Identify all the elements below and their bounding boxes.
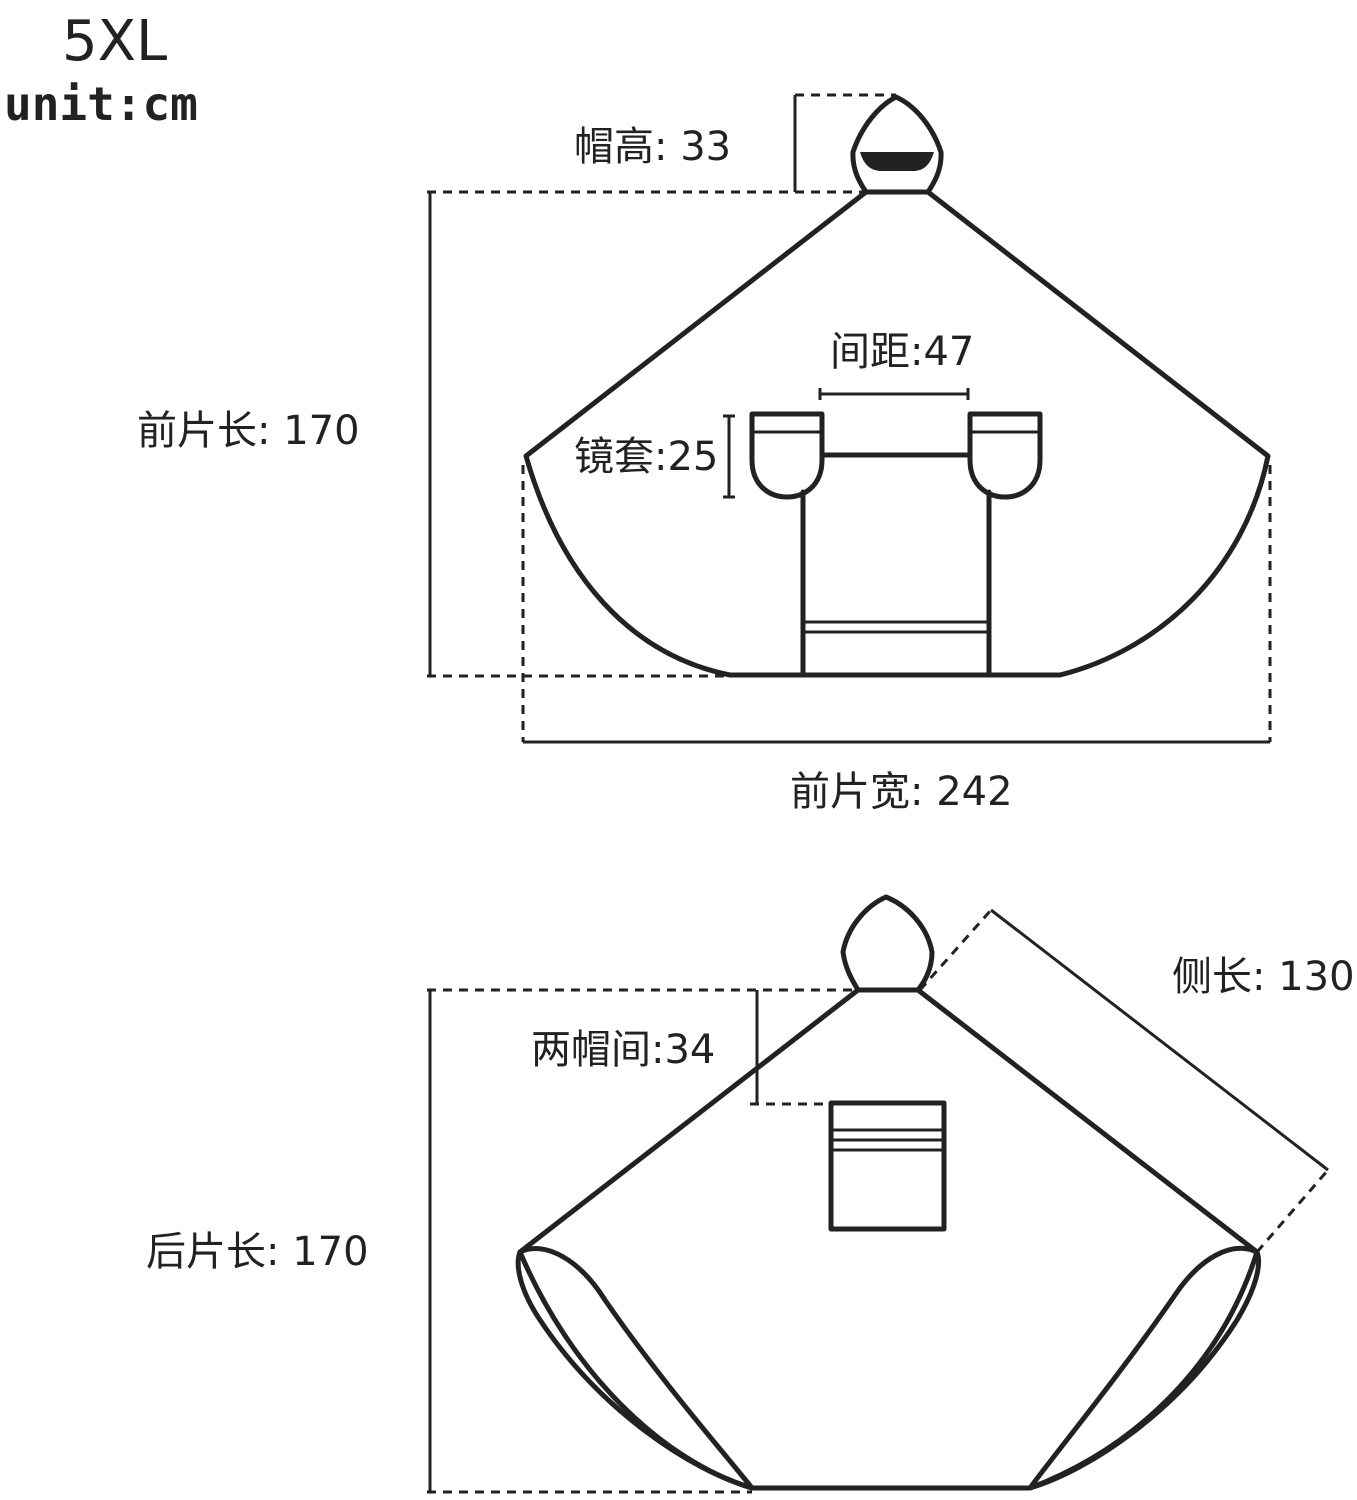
side-length-top-guide [918, 909, 993, 991]
back-body-outline [517, 987, 1260, 1491]
mirror-cover-label: 镜套:25 [574, 434, 718, 480]
front-piece [523, 94, 1271, 678]
back-left-sleeve [515, 1246, 755, 1491]
unit-label: unit:cm [4, 77, 198, 131]
back-right-sleeve [1027, 1245, 1262, 1491]
back-length-label: 后片长: 170 [146, 1229, 369, 1275]
hood-height-label: 帽高: 33 [574, 124, 731, 170]
side-length-dimension-line [990, 908, 1329, 1172]
front-left-pocket [749, 411, 825, 500]
between-hoods-label: 两帽间:34 [531, 1027, 715, 1073]
size-label: 5XL [62, 9, 167, 74]
back-dimensions [427, 908, 1330, 1494]
front-dimensions [427, 93, 1272, 744]
back-label-patch [828, 1100, 947, 1232]
back-piece [515, 894, 1262, 1491]
front-right-pocket [967, 411, 1043, 500]
side-length-label: 侧长: 130 [1172, 954, 1355, 1000]
front-hood-visor [860, 152, 934, 171]
front-body-outline [523, 189, 1271, 678]
spacing-label: 间距:47 [830, 329, 974, 375]
side-length-bottom-guide [1255, 1169, 1330, 1253]
front-length-label: 前片长: 170 [137, 408, 360, 454]
front-width-label: 前片宽: 242 [790, 769, 1013, 815]
front-hood-outline [850, 94, 944, 195]
back-hood-outline [840, 894, 935, 993]
